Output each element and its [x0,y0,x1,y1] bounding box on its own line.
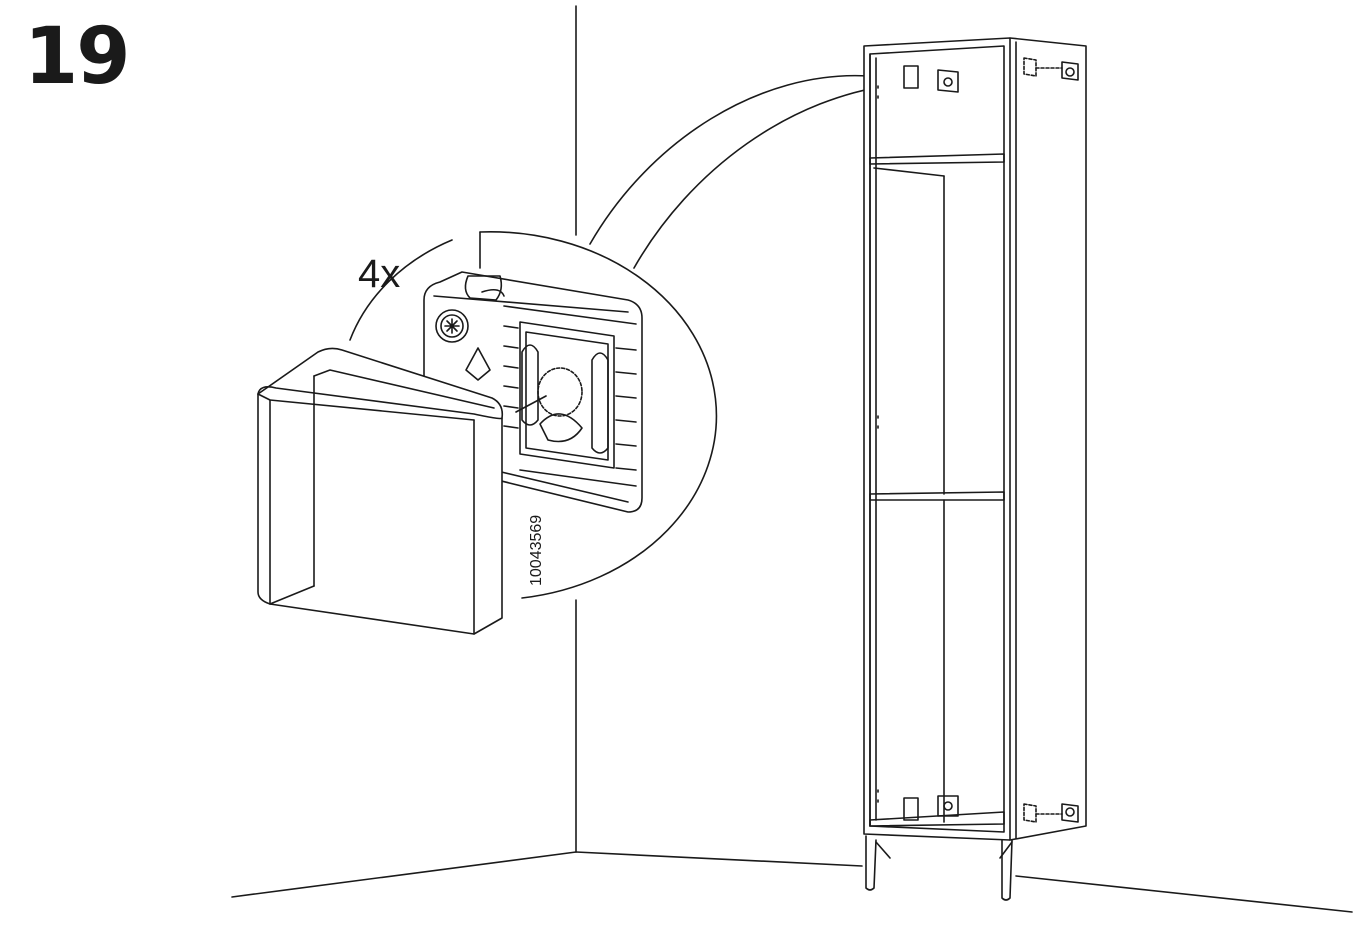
magnifier-callout [350,232,716,598]
cover-cap [258,348,502,634]
callout-leader [590,76,900,268]
wall-corner [232,6,1352,912]
step-number: 19 [24,12,131,102]
tall-cabinet [864,38,1086,900]
part-number-label: 10043569 [528,514,545,586]
quantity-label: 4x [358,252,401,296]
